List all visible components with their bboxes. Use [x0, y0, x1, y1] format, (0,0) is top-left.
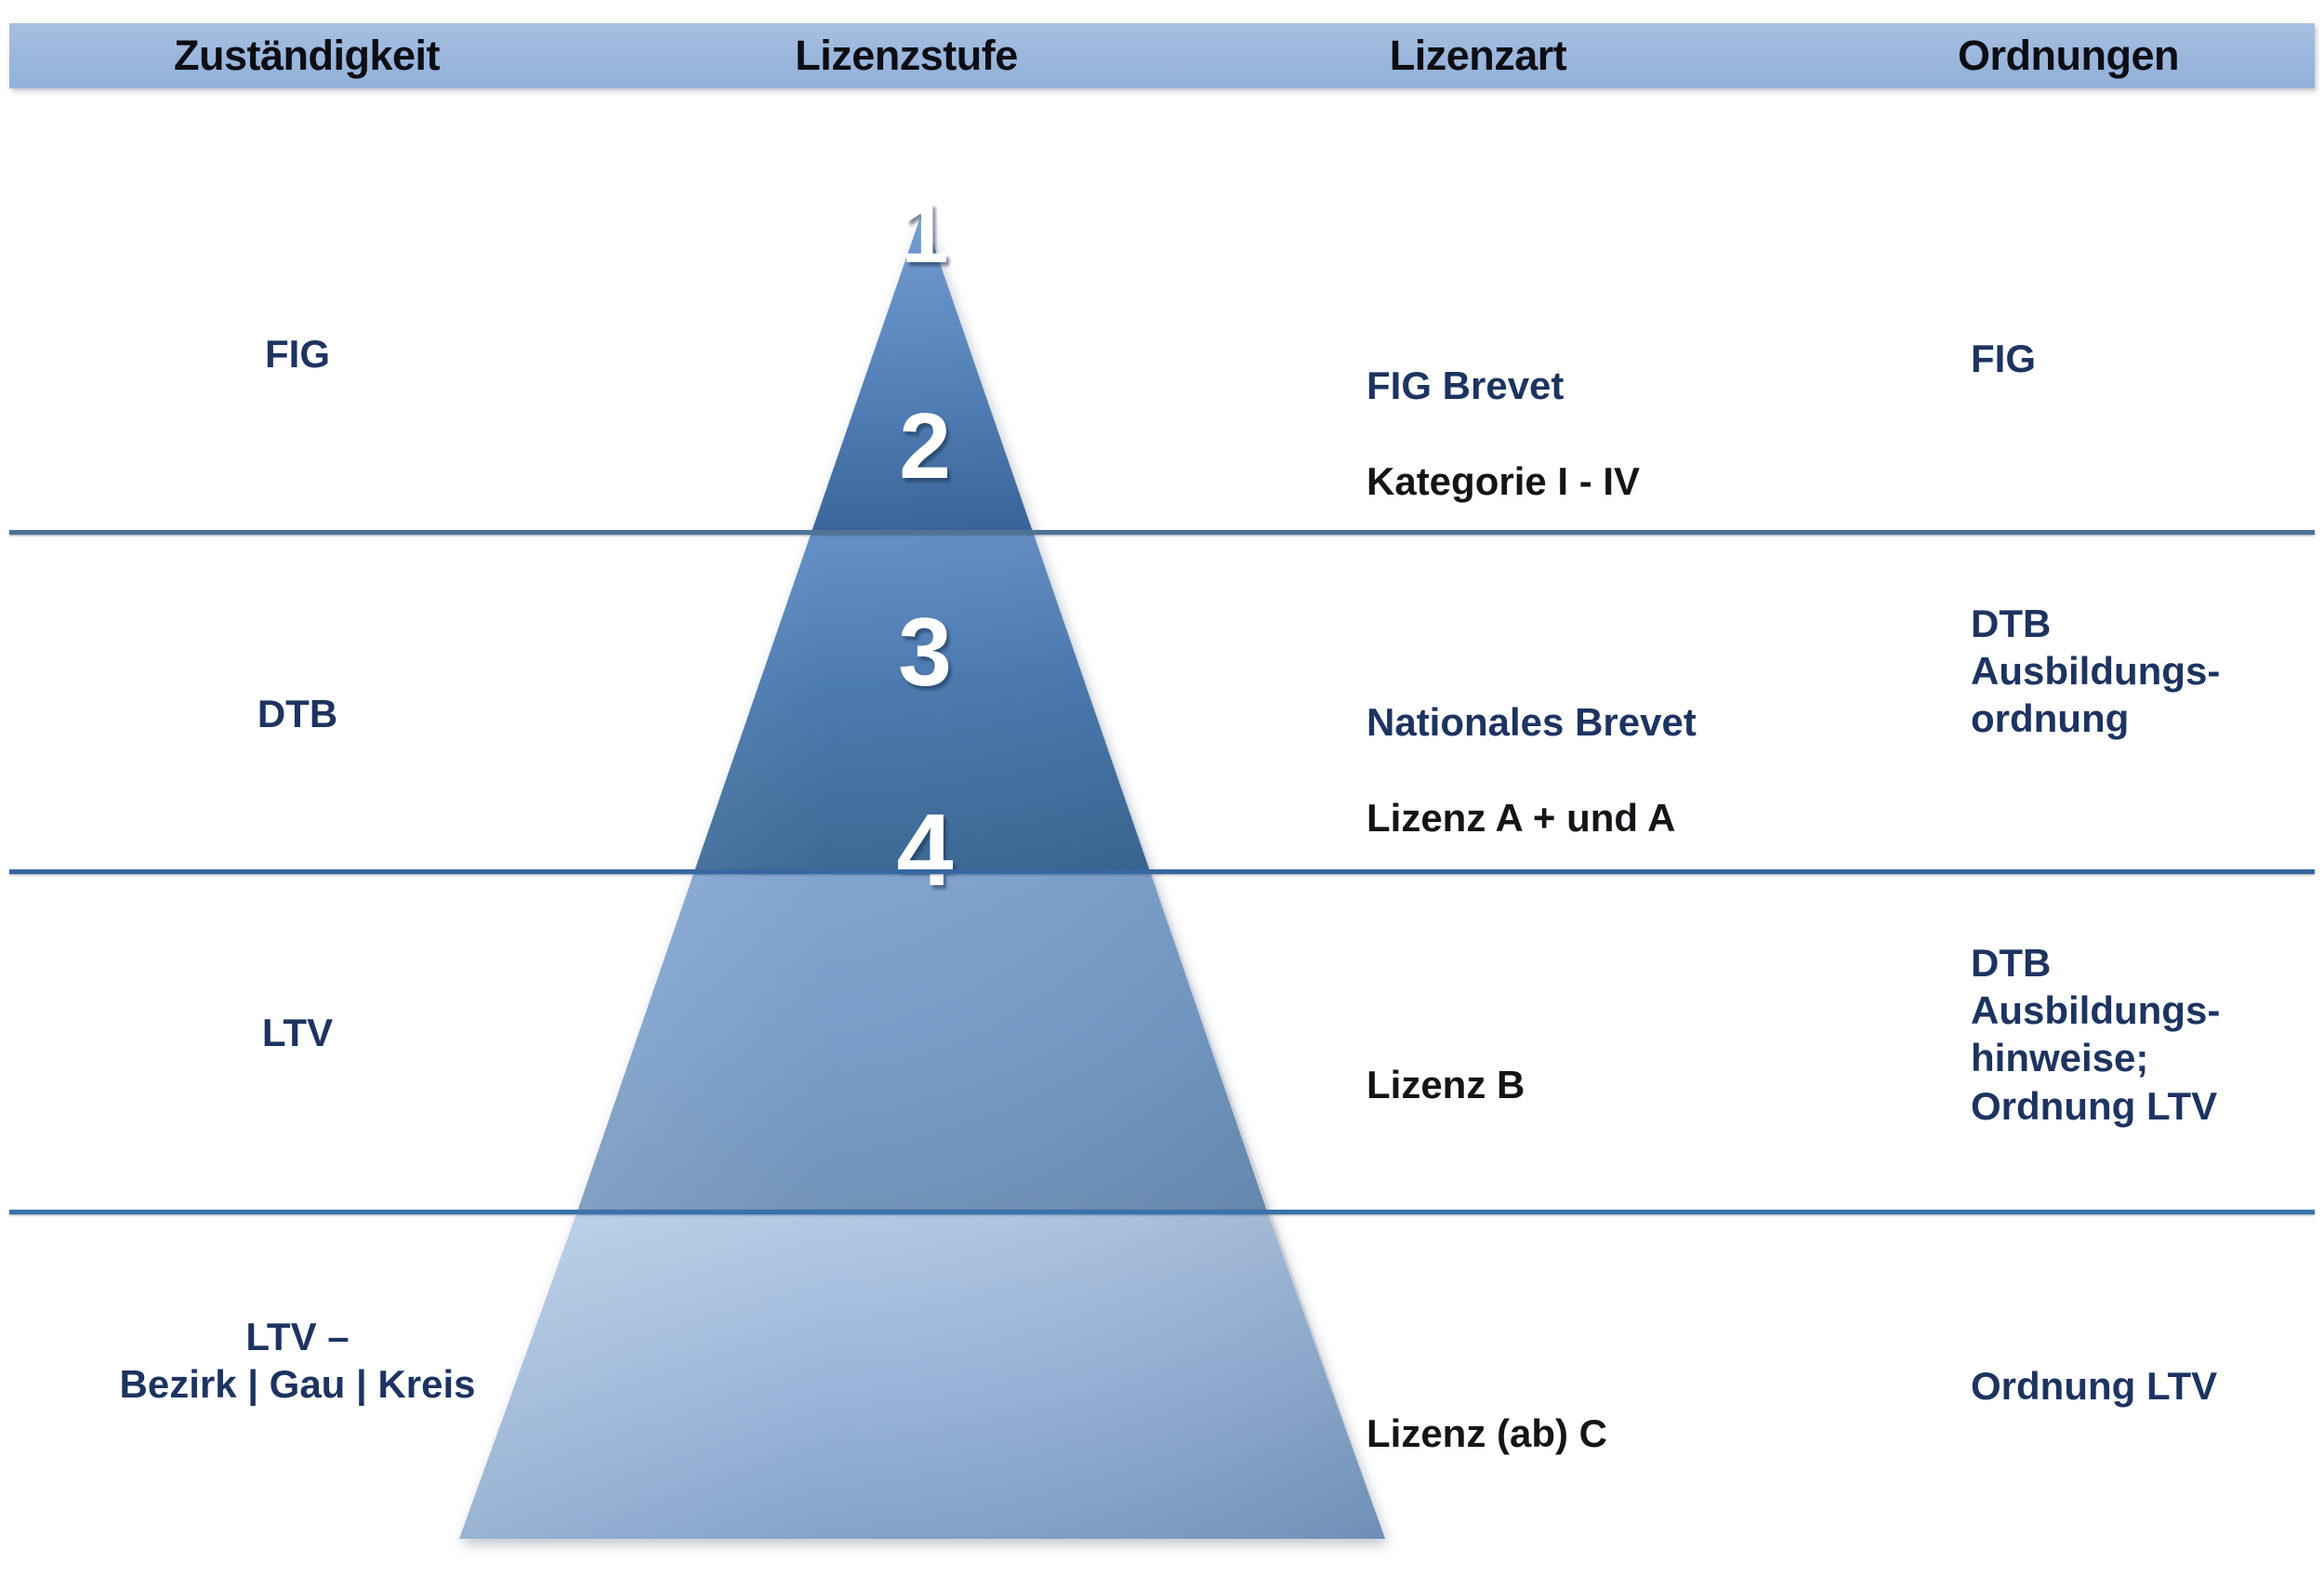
pyramid-shading-overlay — [459, 212, 1385, 1539]
cell-lizenzart-row1-line2: Kategorie I - IV — [1367, 458, 1641, 503]
pyramid-level-number-2: 2 — [899, 394, 951, 498]
cell-lizenzart-row3-line2: Lizenz B — [1367, 1063, 1525, 1107]
row-divider-3 — [9, 1210, 2315, 1214]
row-divider-1 — [9, 530, 2315, 535]
cell-lizenzart-row3: Lizenz B — [1367, 1013, 1943, 1157]
column-header-lizenzart: Lizenzart — [1389, 32, 1567, 79]
column-header-zustaendigkeit: Zuständigkeit — [173, 32, 441, 79]
cell-lizenzart-row1-line1: FIG Brevet — [1367, 364, 1565, 408]
cell-lizenzart-row2: Nationales Brevet Lizenz A + und A — [1367, 651, 1943, 889]
cell-zustaendigkeit-row4: LTV – Bezirk | Gau | Kreis — [119, 1315, 476, 1407]
pyramid-level-number-1: 1 — [901, 186, 949, 281]
cell-ordnungen-row1: FIG — [1971, 337, 2036, 380]
column-header-bar: Zuständigkeit Lizenzstufe Lizenzart Ordn… — [9, 23, 2315, 88]
pyramid-level-number-4: 4 — [896, 793, 954, 907]
cell-lizenzart-row2-line2: Lizenz A + und A — [1367, 795, 1676, 840]
pyramid-svg — [459, 212, 1385, 1539]
cell-ordnungen-row3: DTB Ausbildungs- hinweise; Ordnung LTV — [1971, 941, 2221, 1128]
column-header-lizenzstufe: Lizenzstufe — [795, 32, 1018, 79]
cell-lizenzart-row4-line2: Lizenz (ab) C — [1367, 1411, 1607, 1456]
cell-zustaendigkeit-row1: FIG — [265, 332, 330, 376]
pyramid-level-number-3: 3 — [898, 599, 952, 707]
cell-ordnungen-row4: Ordnung LTV — [1971, 1364, 2218, 1408]
column-header-ordnungen: Ordnungen — [1958, 32, 2179, 79]
license-level-pyramid — [456, 209, 1399, 1543]
row-divider-2 — [9, 869, 2315, 874]
cell-zustaendigkeit-row2: DTB — [257, 692, 338, 735]
cell-lizenzart-row4: Lizenz (ab) C — [1367, 1362, 1943, 1505]
cell-ordnungen-row2: DTB Ausbildungs- ordnung — [1971, 602, 2221, 741]
cell-zustaendigkeit-row3: LTV — [261, 1011, 334, 1054]
cell-lizenzart-row1: FIG Brevet Kategorie I - IV — [1367, 314, 1943, 552]
cell-lizenzart-row2-line1: Nationales Brevet — [1367, 700, 1697, 745]
